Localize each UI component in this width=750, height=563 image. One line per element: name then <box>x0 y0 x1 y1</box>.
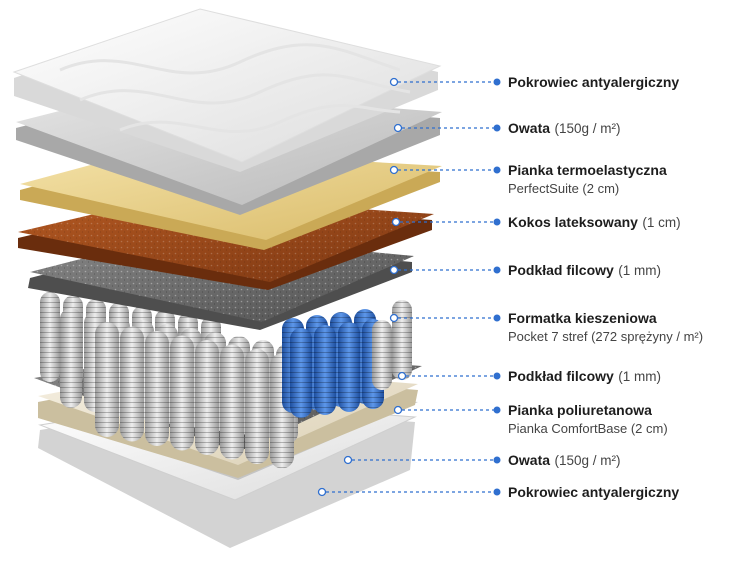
spring-grey <box>40 292 60 382</box>
anchor-dot <box>317 487 327 497</box>
layer-name: Pokrowiec antyalergiczny <box>508 74 680 90</box>
layer-name: Podkład filcowy <box>508 262 614 278</box>
spring-grey <box>195 340 219 455</box>
layer-name: Kokos lateksowany <box>508 214 638 230</box>
layer-name: Pokrowiec antyalergiczny <box>508 484 680 500</box>
layer-label: Podkład filcowy (1 mm) <box>508 261 661 280</box>
spring-blue <box>290 328 312 418</box>
layer-spec: (1 mm) <box>618 369 662 384</box>
layer-label: Pokrowiec antyalergiczny <box>508 73 679 92</box>
bullet-dot <box>493 406 501 414</box>
label-connectors <box>317 77 501 497</box>
anchor-dot <box>397 371 407 381</box>
anchor-dot <box>389 265 399 275</box>
anchor-dot <box>393 405 403 415</box>
layer-name: Owata <box>508 120 551 136</box>
layer-subtitle: Pocket 7 stref (272 sprężyny / m²) <box>508 329 704 344</box>
spring-grey <box>120 326 144 442</box>
anchor-dot <box>389 313 399 323</box>
anchor-dot <box>343 455 353 465</box>
layer-spec: (150g / m²) <box>554 121 621 136</box>
spring-grey <box>220 344 244 460</box>
pocket-springs <box>40 292 412 469</box>
spring-grey <box>95 322 119 437</box>
spring-blue <box>338 322 360 412</box>
layer-label: Pokrowiec antyalergiczny <box>508 483 679 502</box>
layer-spec: (1 cm) <box>642 215 681 230</box>
layer-subtitle: PerfectSuite (2 cm) <box>508 181 620 196</box>
bullet-dot <box>493 166 501 174</box>
anchor-dot <box>391 217 401 227</box>
anchor-dot <box>389 77 399 87</box>
layer-subtitle: Pianka ComfortBase (2 cm) <box>508 421 668 436</box>
bullet-dot <box>493 456 501 464</box>
anchor-dot <box>389 165 399 175</box>
layer-name: Pianka poliuretanowa <box>508 402 652 418</box>
layer-spec: (150g / m²) <box>554 453 621 468</box>
spring-grey <box>60 308 82 408</box>
layer-label: Owata (150g / m²) <box>508 451 621 470</box>
bullet-dot <box>493 218 501 226</box>
spring-grey <box>392 300 412 380</box>
bullet-dot <box>493 488 501 496</box>
layer-label: Kokos lateksowany (1 cm) <box>508 213 681 232</box>
spring-grey <box>170 335 194 451</box>
spring-grey <box>145 331 169 446</box>
bullet-dot <box>493 314 501 322</box>
bullet-dot <box>493 124 501 132</box>
layer-name: Podkład filcowy <box>508 368 614 384</box>
spring-grey <box>372 320 392 390</box>
layer-name: Formatka kieszeniowa <box>508 310 657 326</box>
anchor-dot <box>393 123 403 133</box>
layer-name: Owata <box>508 452 551 468</box>
bullet-dot <box>493 78 501 86</box>
layer-top-cover <box>12 8 442 172</box>
bullet-dot <box>493 372 501 380</box>
layer-label: Podkład filcowy (1 mm) <box>508 367 661 386</box>
spring-grey <box>245 349 269 464</box>
layer-spec: (1 mm) <box>618 263 662 278</box>
bullet-dot <box>493 266 501 274</box>
layer-label: Owata (150g / m²) <box>508 119 621 138</box>
spring-blue <box>314 325 336 415</box>
layer-name: Pianka termoelastyczna <box>508 162 667 178</box>
